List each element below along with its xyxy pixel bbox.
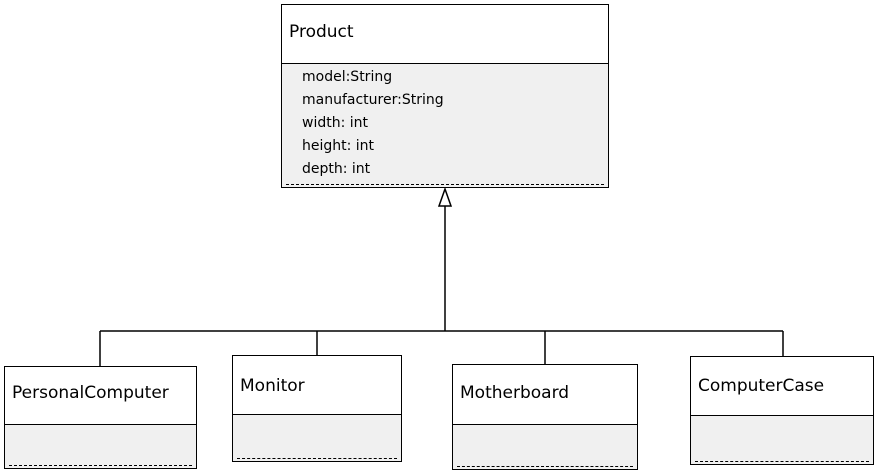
class-product-attributes: model:String manufacturer:String width: in… [282,64,608,187]
attribute-item: depth: int [302,161,371,177]
operations-divider [9,465,192,466]
class-monitor-attributes [233,415,401,461]
class-product[interactable]: Product model:String manufacturer:String w… [281,4,609,188]
attribute-item: height: int [302,138,375,154]
class-computer-case[interactable]: ComputerCase [690,356,874,465]
attribute-item: model:String [302,69,393,85]
class-motherboard-name-compartment: Motherboard [453,365,637,425]
class-monitor-name-compartment: Monitor [233,356,401,415]
class-motherboard-name: Motherboard [460,383,570,403]
class-personal-computer-name-compartment: PersonalComputer [5,367,196,425]
attribute-list: model:String manufacturer:String width: in… [302,66,444,181]
operations-divider [237,458,397,459]
class-motherboard[interactable]: Motherboard [452,364,638,470]
operations-divider [457,466,633,467]
class-product-name-compartment: Product [282,5,608,64]
class-motherboard-attributes [453,425,637,469]
class-personal-computer-name: PersonalComputer [12,383,169,403]
class-computer-case-name-compartment: ComputerCase [691,357,873,416]
class-product-name: Product [289,22,354,42]
class-monitor[interactable]: Monitor [232,355,402,462]
operations-divider [695,461,869,462]
class-personal-computer-attributes [5,425,196,468]
attribute-item: width: int [302,115,369,131]
operations-divider [286,184,604,185]
class-computer-case-attributes [691,416,873,464]
class-monitor-name: Monitor [240,376,305,396]
class-personal-computer[interactable]: PersonalComputer [4,366,197,469]
generalization-arrowhead [437,186,453,207]
class-computer-case-name: ComputerCase [698,376,825,396]
attribute-item: manufacturer:String [302,92,444,108]
